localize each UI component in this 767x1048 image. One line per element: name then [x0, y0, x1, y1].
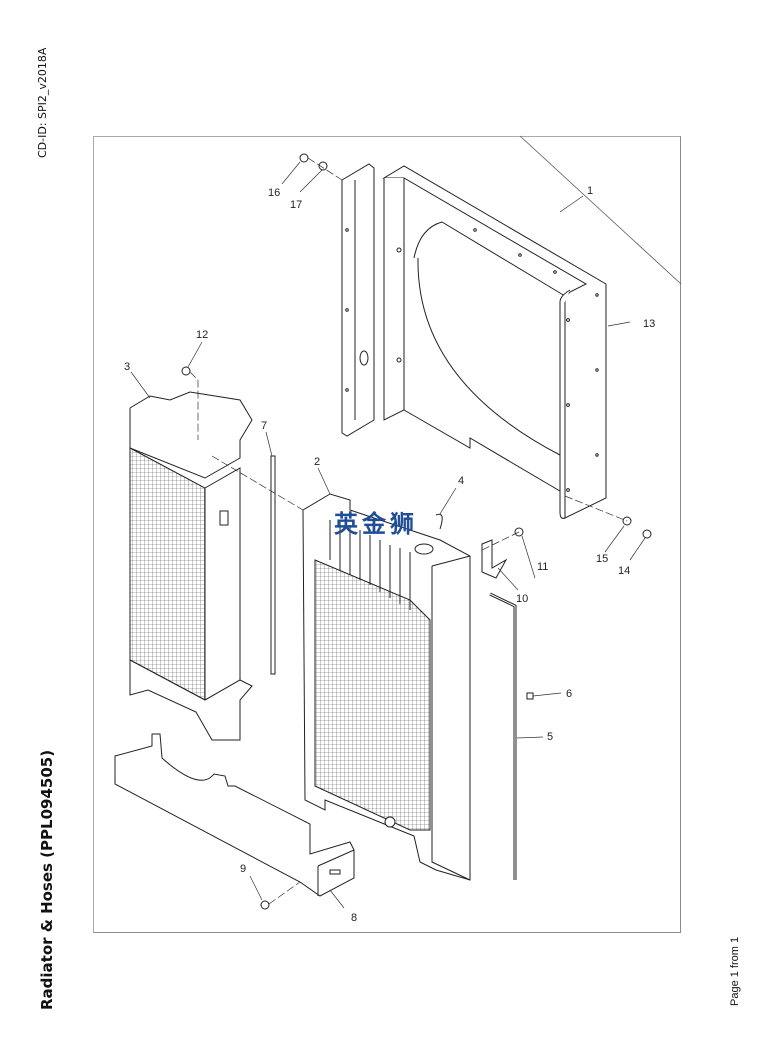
callout-13: 13 [643, 318, 655, 330]
callout-11: 11 [537, 561, 548, 573]
callout-15: 15 [596, 553, 608, 565]
part-6-nut [526, 692, 534, 700]
watermark-text: 英金狮 [334, 510, 418, 538]
callout-2: 2 [314, 456, 320, 468]
part-4-filler-cap [435, 513, 443, 530]
callout-labels: 1 2 3 4 5 6 7 8 9 10 11 12 13 14 15 16 1… [124, 185, 655, 924]
callout-1: 1 [587, 185, 593, 197]
callout-4: 4 [458, 475, 464, 487]
part-14-bolt [642, 529, 652, 539]
callout-12: 12 [196, 329, 208, 341]
callout-17: 17 [290, 199, 302, 211]
leader-lines [130, 161, 646, 909]
callout-7: 7 [261, 420, 267, 432]
callout-6: 6 [566, 688, 572, 700]
part-2-radiator [302, 493, 471, 881]
diagram-frame [93, 136, 681, 933]
part-12-bolt [181, 366, 191, 376]
part-8-lower-bracket [114, 733, 355, 897]
part-3-charge-air-cooler [129, 391, 253, 741]
part-7-seal-strip [270, 455, 276, 675]
assembly-boundary-line [519, 135, 682, 285]
part-9-bolt [260, 900, 270, 910]
part-10-angle-bracket [481, 539, 508, 579]
part-1-fan-shroud [382, 165, 607, 519]
callout-16: 16 [268, 187, 280, 199]
part-5-overflow-tube [489, 592, 517, 880]
callout-14: 14 [618, 565, 630, 577]
part-13-side-strip [341, 163, 375, 437]
callout-8: 8 [351, 912, 357, 924]
callout-10: 10 [516, 593, 528, 605]
callout-5: 5 [547, 731, 553, 743]
callout-3: 3 [124, 361, 130, 373]
part-16-bolt [299, 153, 309, 163]
alignment-lines [189, 157, 628, 905]
callout-9: 9 [240, 863, 246, 875]
part-17-washer [318, 161, 328, 171]
